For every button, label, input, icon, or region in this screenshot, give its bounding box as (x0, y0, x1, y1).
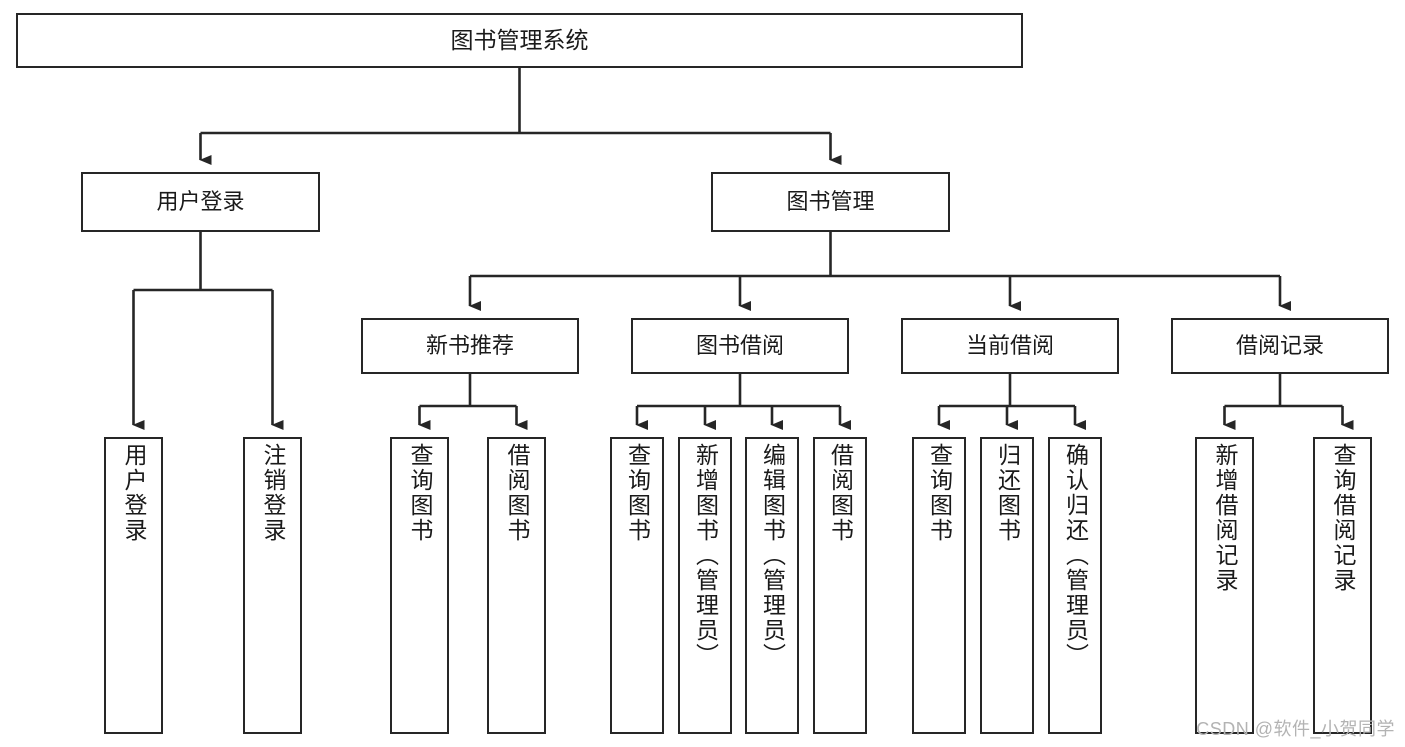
node-leaf-query-record[interactable]: 查询借阅记录 (1313, 437, 1372, 734)
node-label: 查询图书 (407, 443, 433, 543)
node-borrow-record[interactable]: 借阅记录 (1171, 318, 1389, 374)
node-book-manage[interactable]: 图书管理 (711, 172, 950, 232)
node-leaf-return-book[interactable]: 归还图书 (980, 437, 1034, 734)
node-label: 图书借阅 (695, 333, 784, 359)
node-leaf-confirm-return[interactable]: 确认归还（管理员） (1048, 437, 1102, 734)
node-label: 查询图书 (624, 443, 651, 543)
node-label: 归还图书 (994, 443, 1021, 543)
node-label: 确认归还（管理员） (1062, 443, 1089, 668)
node-book-borrow[interactable]: 图书借阅 (631, 318, 849, 374)
node-label: 当前借阅 (965, 333, 1054, 359)
node-leaf-query-book-1[interactable]: 查询图书 (390, 437, 449, 734)
node-leaf-query-book-2[interactable]: 查询图书 (610, 437, 664, 734)
node-leaf-add-book[interactable]: 新增图书（管理员） (678, 437, 732, 734)
node-label: 借阅图书 (504, 443, 530, 543)
node-label: 查询图书 (926, 443, 953, 543)
node-label: 借阅记录 (1235, 333, 1324, 359)
node-label: 新增借阅记录 (1212, 443, 1238, 593)
node-leaf-logout[interactable]: 注销登录 (243, 437, 302, 734)
node-leaf-borrow-book-1[interactable]: 借阅图书 (487, 437, 546, 734)
node-label: 新书推荐 (425, 333, 514, 359)
node-label: 图书管理系统 (450, 27, 589, 54)
node-leaf-borrow-book-2[interactable]: 借阅图书 (813, 437, 867, 734)
node-label: 编辑图书（管理员） (759, 443, 786, 668)
node-label: 新增图书（管理员） (692, 443, 719, 668)
node-new-book-rec[interactable]: 新书推荐 (361, 318, 579, 374)
node-label: 用户登录 (121, 443, 147, 543)
node-label: 借阅图书 (827, 443, 854, 543)
node-root[interactable]: 图书管理系统 (16, 13, 1023, 68)
node-user-login[interactable]: 用户登录 (81, 172, 320, 232)
node-label: 用户登录 (156, 189, 245, 215)
node-leaf-user-login[interactable]: 用户登录 (104, 437, 163, 734)
node-leaf-edit-book[interactable]: 编辑图书（管理员） (745, 437, 799, 734)
node-label: 查询借阅记录 (1330, 443, 1356, 593)
watermark: CSDN @软件_小贺同学 (1196, 719, 1395, 739)
node-label: 注销登录 (260, 443, 286, 543)
node-leaf-add-record[interactable]: 新增借阅记录 (1195, 437, 1254, 734)
node-current-borrow[interactable]: 当前借阅 (901, 318, 1119, 374)
node-leaf-query-book-3[interactable]: 查询图书 (912, 437, 966, 734)
node-label: 图书管理 (786, 189, 875, 215)
